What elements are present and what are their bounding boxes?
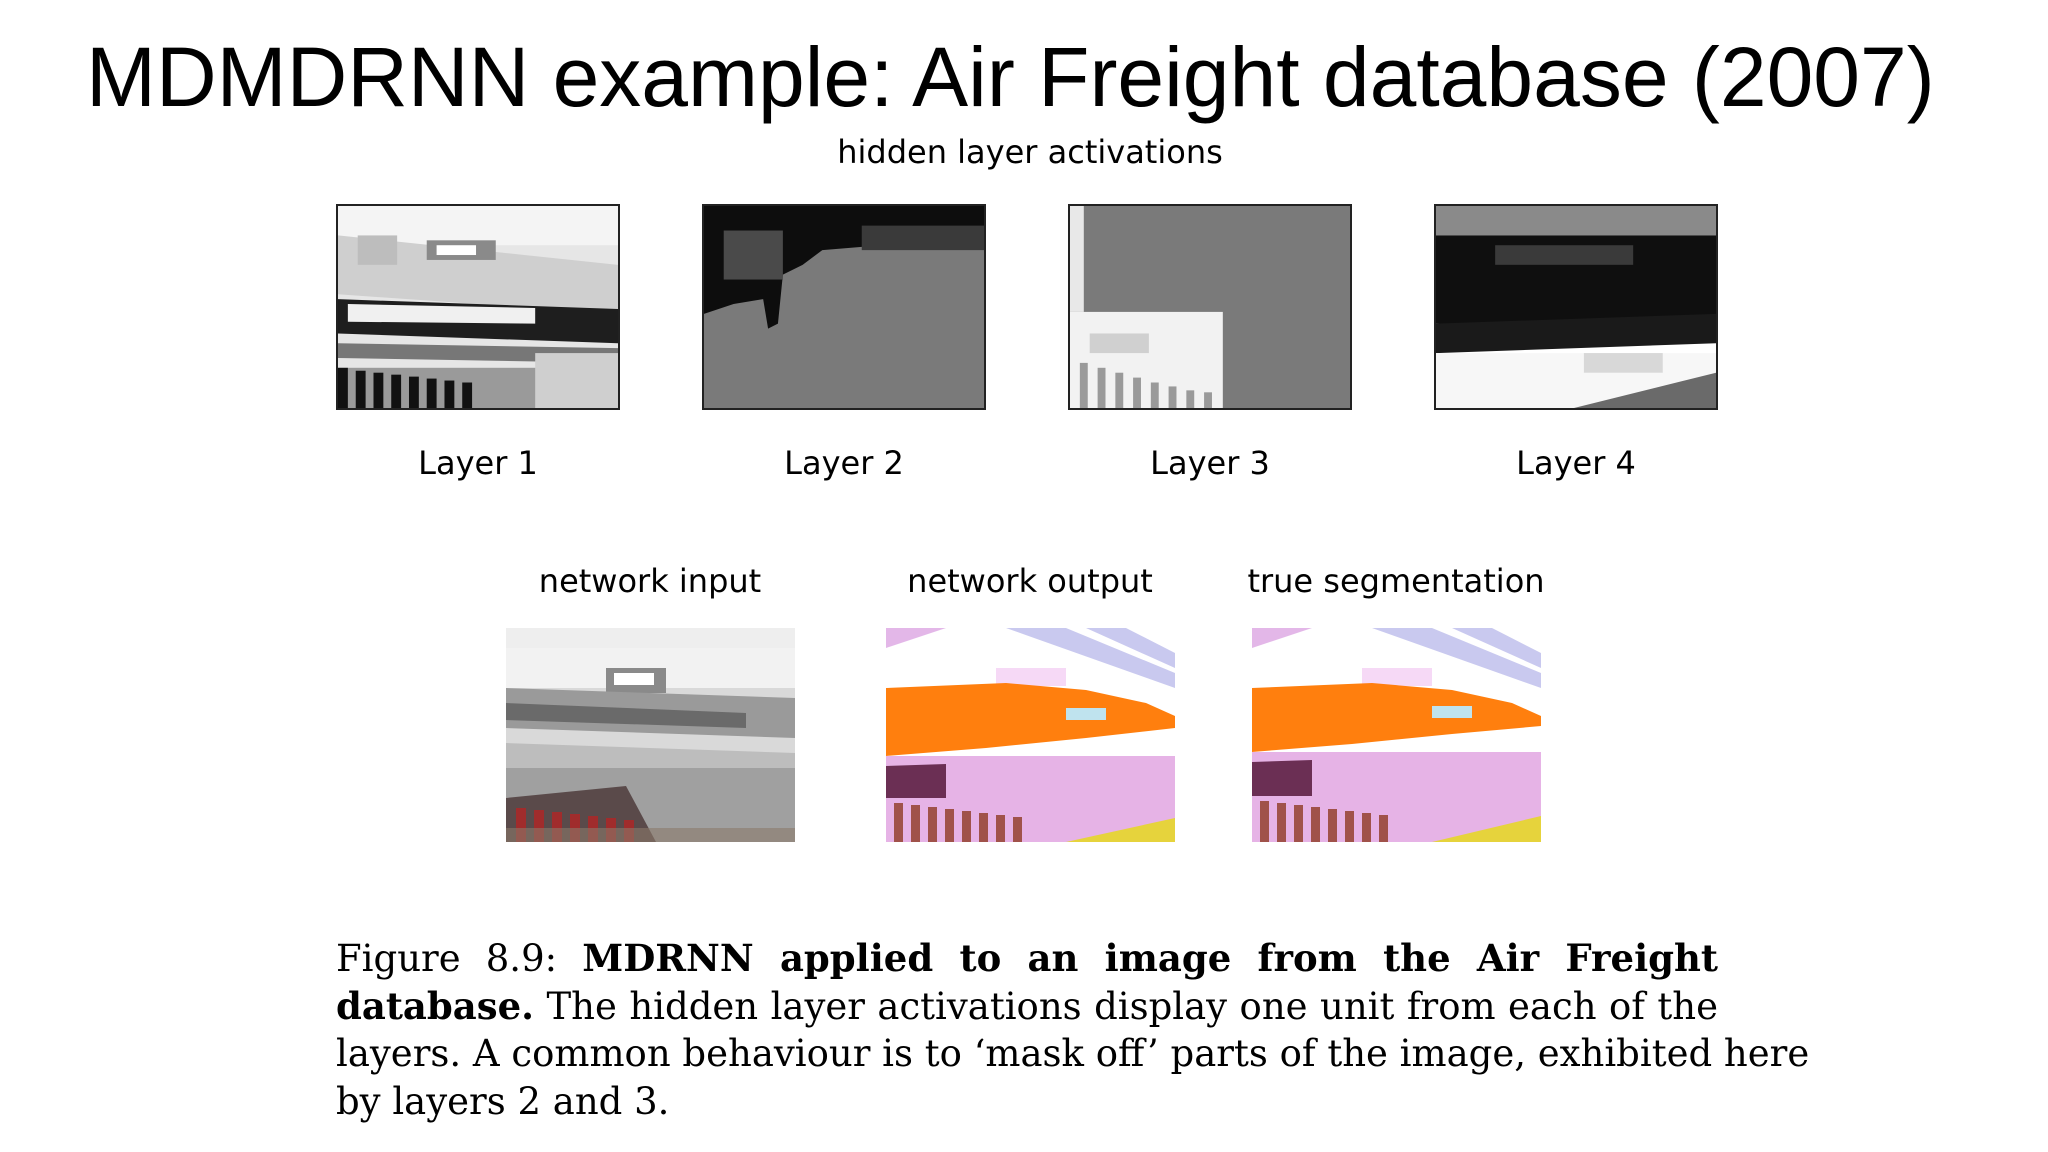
network-output-image <box>886 628 1175 842</box>
caption-bold-title: MDRNN applied to an image from the Air F… <box>582 936 1718 980</box>
layer-4-activation-image <box>1434 204 1718 410</box>
layer-2-label: Layer 2 <box>784 444 904 482</box>
slide-title: MDMDRNN example: Air Freight database (2… <box>86 30 1935 124</box>
figure-caption-line-4: by layers 2 and 3. <box>336 1080 670 1123</box>
caption-bold-title-end: database. <box>336 984 535 1028</box>
hidden-activations-heading: hidden layer activations <box>837 133 1223 171</box>
network-output-label: network output <box>907 562 1153 600</box>
layer-3-activation-image <box>1068 204 1352 410</box>
layer-1-label: Layer 1 <box>418 444 538 482</box>
layer-3-label: Layer 3 <box>1150 444 1270 482</box>
layer-4-label: Layer 4 <box>1516 444 1636 482</box>
figure-caption-line-3: layers. A common behaviour is to ‘mask o… <box>336 1032 1810 1075</box>
true-segmentation-image <box>1252 628 1541 842</box>
network-input-label: network input <box>538 562 762 600</box>
layer-1-activation-image <box>336 204 620 410</box>
figure-caption-line-2: database. The hidden layer activations d… <box>336 982 1718 1031</box>
caption-text-2: The hidden layer activations display one… <box>546 985 1719 1028</box>
figure-number: Figure 8.9: <box>336 937 558 980</box>
layer-2-activation-image <box>702 204 986 410</box>
true-segmentation-label: true segmentation <box>1247 562 1545 600</box>
network-input-image <box>506 628 795 842</box>
figure-caption-line-1: Figure 8.9: MDRNN applied to an image fr… <box>336 934 1718 983</box>
